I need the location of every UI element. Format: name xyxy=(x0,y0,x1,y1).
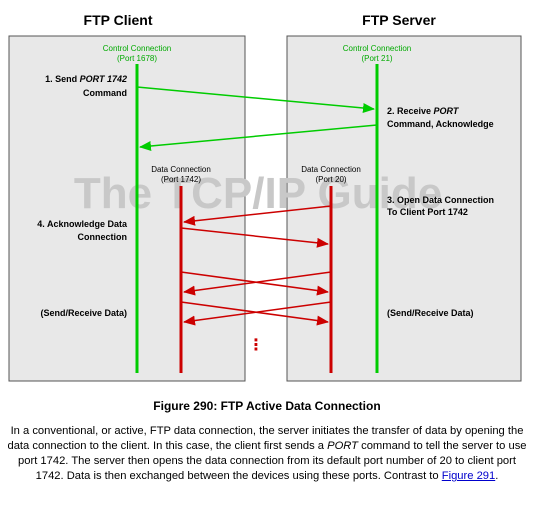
acknowledge-data-arrow xyxy=(180,227,329,248)
description-text: . xyxy=(495,470,499,482)
watermark: The TCP/IP Guide xyxy=(74,169,442,218)
description-text: In a conventional, or active, FTP data c… xyxy=(7,425,524,452)
step1-label-line2: Command xyxy=(83,88,127,98)
port-ack-arrow xyxy=(139,124,378,151)
server-data-port: (Port 20) xyxy=(315,175,346,184)
figure-caption: Figure 290: FTP Active Data Connection xyxy=(153,399,381,413)
client-title: FTP Client xyxy=(84,12,153,28)
send-receive-right: (Send/Receive Data) xyxy=(387,308,474,318)
data-transfer-arrow xyxy=(183,271,332,296)
client-control-port: (Port 1678) xyxy=(117,54,157,63)
step3-label-line2: To Client Port 1742 xyxy=(387,207,468,217)
figure-291-link[interactable]: Figure 291 xyxy=(441,470,496,482)
send-receive-left: (Send/Receive Data) xyxy=(40,308,127,318)
description-text: command to tell the server to use port 1… xyxy=(18,440,527,482)
client-control-label: Control Connection xyxy=(103,44,171,53)
client-data-label: Data Connection xyxy=(151,165,211,174)
figure-description: In a conventional, or active, FTP data c… xyxy=(6,424,528,484)
client-data-port: (Port 1742) xyxy=(161,175,201,184)
step3-label: 3. Open Data Connection xyxy=(387,195,494,205)
step4-label: 4. Acknowledge Data xyxy=(37,219,128,229)
open-data-connection-arrow xyxy=(183,205,332,226)
data-transfer-arrow xyxy=(183,301,332,326)
ftp-active-connection-diagram: FTP Client FTP Server The TCP/IP Guide C… xyxy=(8,12,522,382)
server-control-label: Control Connection xyxy=(343,44,411,53)
step1-label: 1. Send PORT 1742 xyxy=(45,74,127,84)
step2-label-line2: Command, Acknowledge xyxy=(387,119,494,129)
server-control-port: (Port 21) xyxy=(361,54,392,63)
server-title: FTP Server xyxy=(362,12,436,28)
continuation-ellipsis: ⋮ xyxy=(248,335,264,354)
port-keyword: PORT xyxy=(327,440,358,452)
step4-label-line2: Connection xyxy=(78,232,128,242)
step2-label: 2. Receive PORT xyxy=(387,106,460,116)
port-command-arrow xyxy=(136,86,375,113)
server-data-label: Data Connection xyxy=(301,165,361,174)
